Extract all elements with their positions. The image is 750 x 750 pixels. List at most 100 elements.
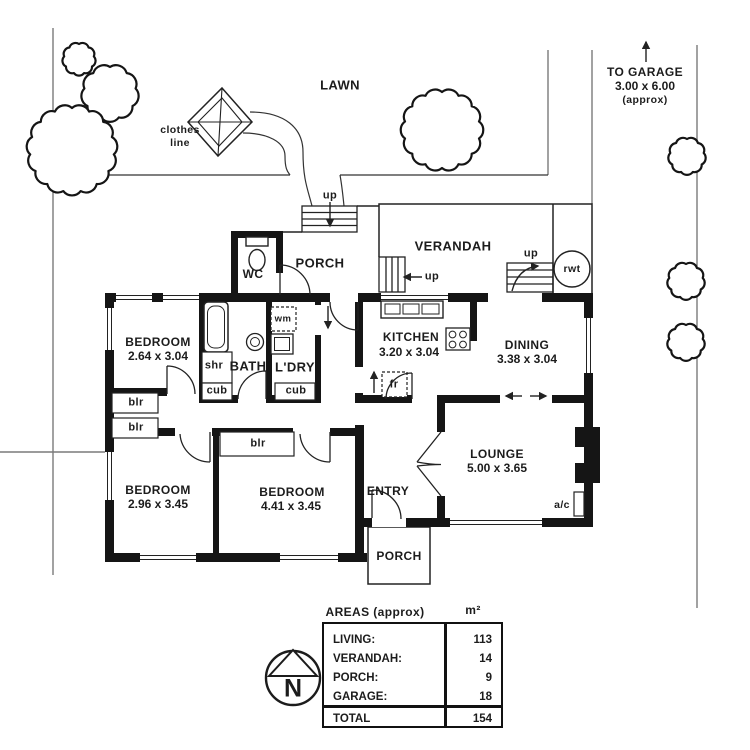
verandah-steps-left-treads (385, 257, 399, 292)
wall-openings (167, 293, 552, 527)
garden-path-edge (242, 132, 291, 176)
door-bedroom-1 (166, 365, 196, 395)
tree-icon (25, 104, 119, 197)
double-doors-lounge (416, 431, 442, 497)
up-arrow-icon (511, 262, 540, 292)
clothes-line-icon (186, 86, 254, 158)
up-label: up (322, 189, 338, 202)
cupboard-label: cub (206, 384, 228, 397)
wall-bath-laundry (266, 301, 272, 395)
wall-entry-lounge-bottom (437, 496, 445, 525)
table-row: GARAGE: 18 (324, 689, 501, 705)
lounge-dims: 5.00 x 3.65 (466, 461, 528, 475)
wall-entry-west (355, 425, 364, 562)
areas-table-total-divider (324, 705, 501, 708)
robe-label: blr (128, 396, 144, 409)
door-bedroom-3 (299, 432, 331, 463)
bedroom-1-label: BEDROOM (125, 335, 191, 349)
wall-west (105, 293, 114, 562)
up-label: up (424, 270, 440, 283)
wall-wc-north (231, 231, 283, 238)
laundry-trough-inner (274, 337, 290, 351)
wall-entry-lounge-top (437, 403, 445, 432)
tree-icon (399, 88, 485, 172)
total-label: TOTAL (333, 713, 371, 725)
built-in-robe-icon (111, 417, 159, 439)
clothes-line-label: clothes (160, 123, 200, 136)
door-bath (237, 370, 267, 400)
to-garage-approx: (approx) (622, 93, 668, 106)
door-kitchen-walkway (385, 372, 413, 400)
total-value: 154 (472, 713, 492, 725)
table-row: VERANDAH: 14 (324, 651, 501, 667)
rainwater-tank-label: rwt (563, 262, 581, 275)
sink-drainer (384, 303, 401, 315)
robe-label: blr (250, 437, 266, 450)
bedroom-3-label: BEDROOM (259, 485, 325, 499)
cooktop-burner (448, 330, 457, 339)
cupboard-icon (201, 382, 233, 401)
wall-hall-kitchen (355, 301, 363, 403)
toilet-icon (248, 248, 266, 272)
window-icon (107, 308, 112, 350)
dining-label: DINING (504, 338, 550, 352)
table-row: LIVING: 113 (324, 632, 501, 648)
area-row-label: GARAGE: (333, 691, 388, 703)
trees (25, 41, 707, 362)
wall-laundry-hall (315, 301, 321, 403)
area-row-value: 9 (485, 672, 492, 684)
kitchen-label: KITCHEN (382, 330, 440, 344)
window-icon (450, 520, 542, 525)
washing-machine-label: wm (274, 313, 292, 325)
wall-bed1-south (105, 388, 167, 396)
window-icon (586, 318, 591, 373)
air-conditioner-label: a/c (554, 498, 570, 511)
garden-path-edge (339, 174, 345, 207)
entry-label: ENTRY (366, 484, 410, 498)
toilet-cistern-icon (245, 236, 269, 247)
cooktop-burner (459, 330, 467, 339)
laundry-label: L'DRY (275, 359, 315, 375)
lounge-label: LOUNGE (470, 447, 524, 461)
fireplace-jamb (575, 427, 584, 447)
to-garage-dims: 3.00 x 6.00 (614, 79, 676, 93)
shower-label: shr (204, 359, 224, 372)
wall-south-bedrooms (105, 553, 367, 562)
built-in-robe-icon (111, 392, 159, 414)
wall-kitchen-dining (470, 301, 477, 341)
area-row-label: PORCH: (333, 672, 379, 684)
bath-label: BATH (229, 358, 267, 374)
tree-icon (80, 64, 140, 123)
bedroom-2-label: BEDROOM (125, 483, 191, 497)
window-icon (140, 555, 196, 560)
lawn-label: LAWN (320, 77, 360, 93)
verandah-steps-right-treads (507, 269, 553, 285)
up-label: up (523, 247, 539, 260)
window-icon (116, 295, 152, 300)
wall-wc-west (231, 231, 238, 301)
door-wc (279, 264, 311, 296)
window-icon (381, 295, 448, 300)
tree-icon (61, 41, 97, 77)
bedroom-3-dims: 4.41 x 3.45 (260, 499, 322, 513)
dining-dims: 3.38 x 3.04 (496, 352, 558, 366)
doors (166, 264, 442, 520)
bedroom-2-dims: 2.96 x 3.45 (127, 497, 189, 511)
rainwater-tank-icon (553, 250, 591, 288)
areas-table-divider (444, 624, 447, 726)
direction-arrows (323, 202, 548, 401)
windows (105, 293, 593, 562)
window-icon (107, 452, 112, 500)
areas-table-unit: m² (465, 603, 481, 617)
area-row-value: 113 (473, 634, 492, 646)
basin-inner (250, 337, 260, 347)
robe-label: blr (128, 421, 144, 434)
wall-bed2-bed3 (213, 432, 219, 553)
fireplace-icon (584, 427, 600, 483)
window-icon (163, 295, 199, 300)
area-row-label: VERANDAH: (333, 653, 402, 665)
table-row: PORCH: 9 (324, 670, 501, 686)
wall-wc-east (276, 231, 283, 273)
